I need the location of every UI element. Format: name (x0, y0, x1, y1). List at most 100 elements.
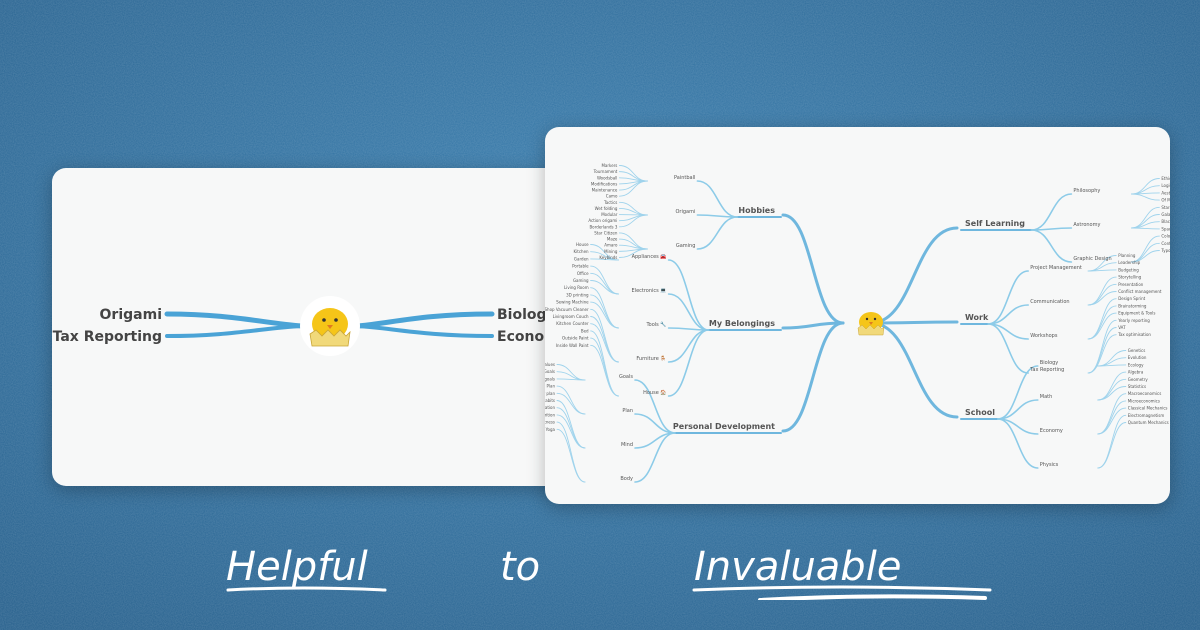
detail-belongings-10[interactable]: Livingroom Couch (553, 314, 589, 319)
detail-hobbies-0[interactable]: Markers (601, 163, 617, 168)
sub-self_learning-1[interactable]: Astronomy (1073, 222, 1100, 228)
detail-school-3[interactable]: Algebra (1128, 370, 1144, 375)
detail-hobbies-3[interactable]: Modifications (591, 181, 617, 186)
sub-personal-0[interactable]: Goals (619, 374, 633, 380)
detail-hobbies-8[interactable]: Modular (601, 212, 618, 217)
detail-school-9[interactable]: Electromagnetism (1128, 413, 1165, 418)
sub-belongings-1[interactable]: Electronics 💻 (632, 288, 668, 294)
detail-belongings-1[interactable]: Kitchen (574, 249, 589, 254)
detail-personal-3[interactable]: 2021 Plan (545, 384, 555, 389)
sub-belongings-0[interactable]: Appliances 🚘 (632, 254, 668, 260)
detail-belongings-11[interactable]: Kitchen Counter (556, 321, 589, 326)
detail-work-7[interactable]: Brainstorming (1118, 303, 1147, 308)
detail-belongings-2[interactable]: Garden (574, 256, 589, 261)
detail-self_learning-9[interactable]: Contrast (1161, 241, 1170, 246)
detail-belongings-5[interactable]: Gaming (573, 278, 589, 283)
detail-self_learning-8[interactable]: Color (1161, 234, 1170, 239)
detail-belongings-7[interactable]: 3D printing (566, 292, 589, 297)
detail-hobbies-1[interactable]: Tournament (593, 169, 618, 174)
detail-work-6[interactable]: Design Sprint (1118, 296, 1145, 301)
detail-personal-5[interactable]: Habits (545, 398, 555, 403)
detail-hobbies-6[interactable]: Tactics (603, 200, 617, 205)
sub-school-2[interactable]: Economy (1040, 428, 1063, 434)
small-node-origami[interactable]: Origami (100, 307, 162, 323)
detail-school-4[interactable]: Geometry (1128, 377, 1149, 382)
branch-self_learning[interactable]: Self Learning (965, 219, 1025, 228)
sub-school-1[interactable]: Math (1040, 394, 1053, 400)
sub-self_learning-2[interactable]: Graphic Design (1073, 256, 1111, 262)
detail-personal-4[interactable]: 5 year plan (545, 391, 555, 396)
detail-school-2[interactable]: Ecology (1128, 362, 1144, 367)
detail-personal-2[interactable]: Career goals (545, 376, 555, 381)
detail-hobbies-5[interactable]: Camo (606, 194, 618, 199)
detail-hobbies-7[interactable]: Wet folding (595, 206, 618, 211)
detail-school-1[interactable]: Evolution (1128, 355, 1147, 360)
detail-work-0[interactable]: Planning (1118, 253, 1136, 258)
detail-self_learning-6[interactable]: Black Holes (1161, 219, 1170, 224)
detail-hobbies-13[interactable]: Amaro (604, 243, 618, 248)
detail-hobbies-2[interactable]: Woodsball (597, 175, 617, 180)
detail-work-4[interactable]: Presentation (1118, 282, 1144, 287)
sub-work-0[interactable]: Project Management (1030, 265, 1082, 271)
detail-belongings-0[interactable]: House (576, 242, 589, 247)
sub-belongings-3[interactable]: Furniture 🪑 (636, 355, 666, 362)
detail-personal-1[interactable]: Life Goals (545, 369, 555, 374)
detail-self_learning-3[interactable]: Of Mind (1161, 198, 1170, 203)
detail-school-8[interactable]: Classical Mechanics (1128, 406, 1168, 411)
detail-work-2[interactable]: Budgeting (1118, 267, 1139, 272)
detail-personal-6[interactable]: Meditation (545, 405, 555, 410)
sub-hobbies-0[interactable]: Paintball (674, 175, 695, 181)
detail-work-8[interactable]: Equipment & Tools (1118, 311, 1155, 316)
detail-self_learning-10[interactable]: Typography (1160, 248, 1170, 253)
detail-school-7[interactable]: Microeconomics (1128, 398, 1160, 403)
detail-self_learning-7[interactable]: Space Exploration (1161, 226, 1170, 231)
detail-belongings-8[interactable]: Sewing Machine (556, 300, 589, 305)
sub-personal-3[interactable]: Body (620, 476, 633, 482)
branch-school[interactable]: School (965, 408, 995, 417)
sub-work-1[interactable]: Communication (1030, 299, 1069, 305)
detail-belongings-14[interactable]: Inside Wall Paint (556, 343, 589, 348)
small-node-economy[interactable]: Econom (497, 329, 559, 345)
detail-belongings-12[interactable]: Bed (581, 328, 589, 333)
sub-school-3[interactable]: Physics (1040, 462, 1059, 468)
detail-hobbies-15[interactable]: Keybinds (599, 255, 617, 260)
detail-belongings-13[interactable]: Outside Paint (562, 336, 589, 341)
detail-self_learning-2[interactable]: Aesthetics (1161, 190, 1170, 195)
detail-self_learning-5[interactable]: Galaxies (1161, 212, 1170, 217)
detail-belongings-3[interactable]: Portable (572, 264, 589, 269)
branch-personal[interactable]: Personal Development (673, 422, 775, 431)
detail-personal-7[interactable]: Nutrition (545, 412, 555, 417)
detail-self_learning-1[interactable]: Logic (1161, 183, 1170, 188)
detail-hobbies-9[interactable]: Action origami (588, 218, 617, 223)
detail-work-5[interactable]: Conflict management (1118, 289, 1162, 294)
detail-self_learning-4[interactable]: Stars (1161, 205, 1170, 210)
detail-belongings-4[interactable]: Office (577, 271, 589, 276)
sub-hobbies-2[interactable]: Gaming (676, 243, 696, 249)
detail-work-1[interactable]: Leadership (1118, 260, 1140, 265)
detail-school-5[interactable]: Statistics (1128, 384, 1146, 389)
branch-work[interactable]: Work (965, 313, 989, 322)
detail-belongings-9[interactable]: Shop Vacuum Cleaner (545, 307, 589, 312)
sub-personal-2[interactable]: Mind (621, 442, 633, 448)
sub-school-0[interactable]: Biology (1040, 360, 1059, 366)
branch-hobbies[interactable]: Hobbies (738, 206, 775, 215)
sub-hobbies-1[interactable]: Origami (676, 209, 696, 215)
detail-personal-8[interactable]: Fitness (545, 420, 555, 425)
small-node-biology[interactable]: Biology (497, 307, 556, 323)
detail-work-11[interactable]: Tax optimisation (1117, 332, 1151, 337)
detail-work-3[interactable]: Storytelling (1118, 275, 1141, 280)
detail-hobbies-10[interactable]: Borderlands 3 (589, 224, 617, 229)
detail-belongings-6[interactable]: Living Room (564, 285, 589, 290)
detail-school-0[interactable]: Genetics (1128, 348, 1146, 353)
detail-hobbies-11[interactable]: Star Citizen (594, 230, 618, 235)
sub-self_learning-0[interactable]: Philosophy (1073, 188, 1100, 194)
sub-belongings-2[interactable]: Tools 🔧 (645, 321, 666, 328)
sub-work-2[interactable]: Workshops (1030, 333, 1058, 339)
detail-self_learning-0[interactable]: Ethics (1161, 176, 1170, 181)
detail-work-9[interactable]: Yearly reporting (1117, 318, 1150, 323)
sub-belongings-4[interactable]: House 🏠 (643, 389, 666, 396)
detail-personal-9[interactable]: Yoga (545, 427, 556, 432)
detail-school-10[interactable]: Quantum Mechanics (1128, 420, 1169, 425)
branch-belongings[interactable]: My Belongings (709, 319, 775, 328)
detail-personal-0[interactable]: My values (545, 362, 555, 367)
